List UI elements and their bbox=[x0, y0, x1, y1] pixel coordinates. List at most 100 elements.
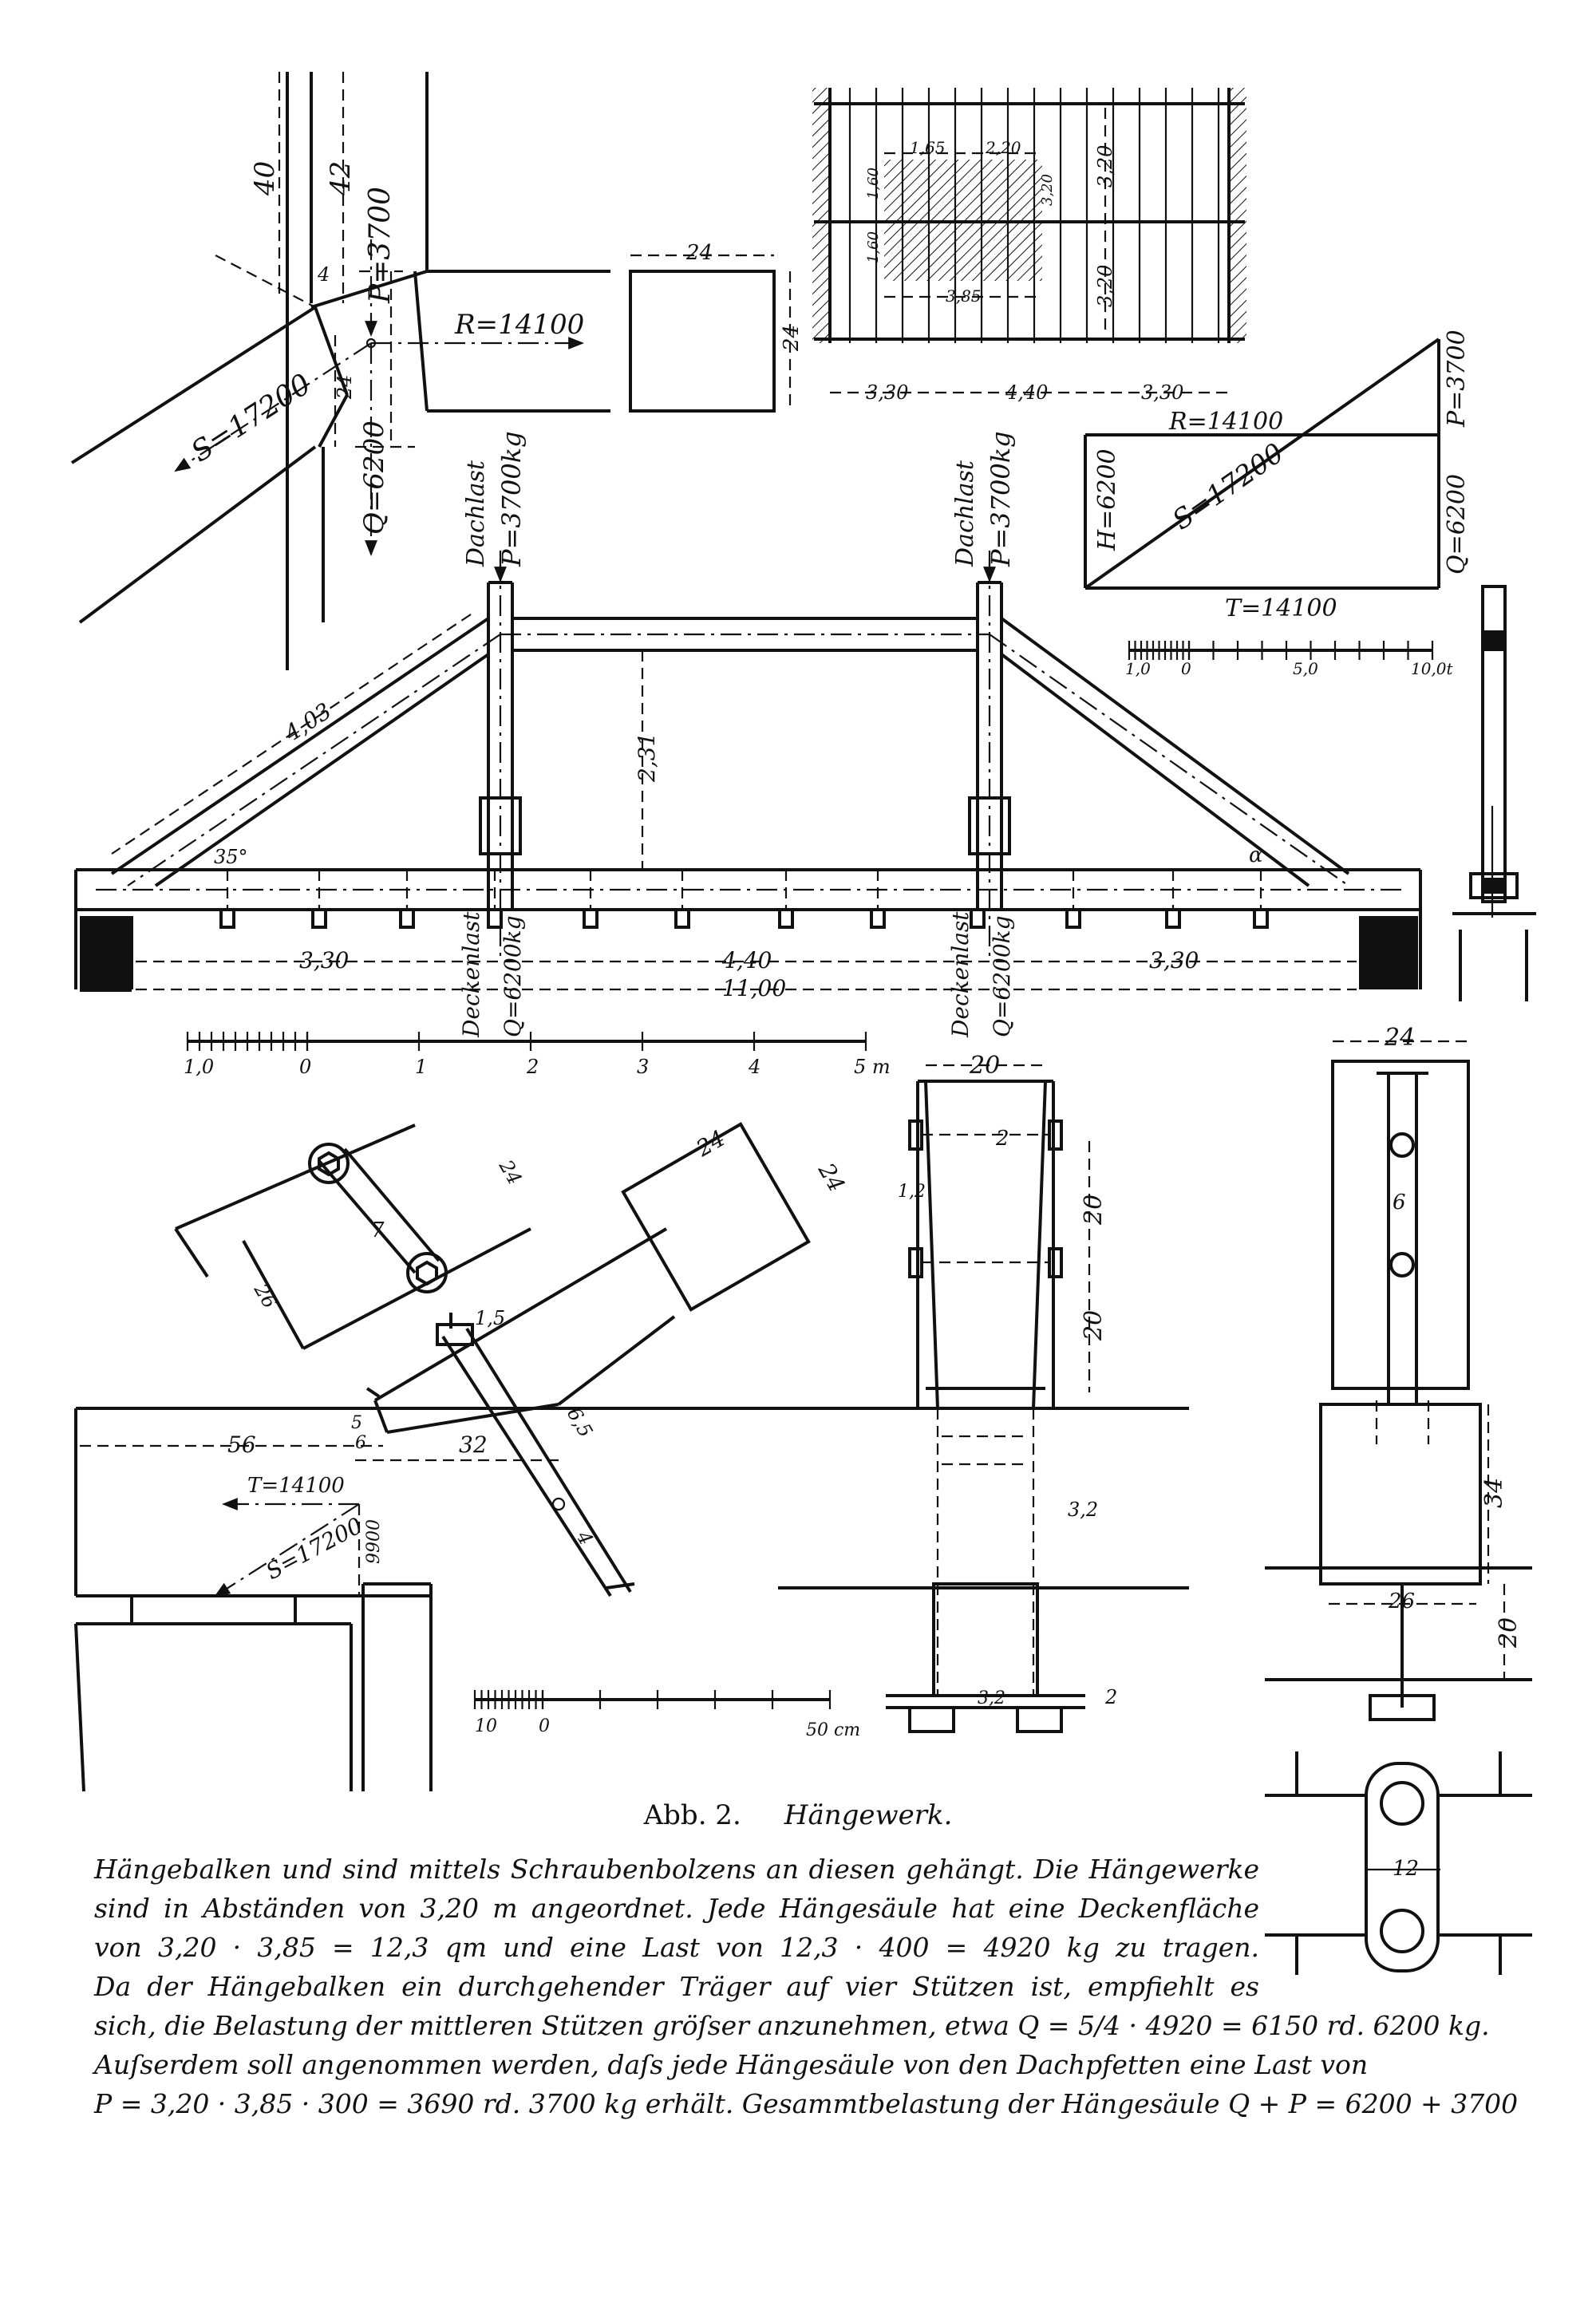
polygon-s: S=17200 bbox=[1167, 437, 1290, 537]
dim-span-left: 3,30 bbox=[299, 947, 349, 973]
front-dim-12: 1,2 bbox=[898, 1182, 926, 1202]
joint-dim-9900: 9900 bbox=[364, 1519, 384, 1564]
ceiling-clamp bbox=[674, 908, 690, 929]
side-dim-20: 20 bbox=[1495, 1617, 1523, 1649]
plan-dim-220: 2,20 bbox=[985, 138, 1021, 157]
front-dim-2: 2 bbox=[995, 1127, 1009, 1151]
truss-scale-4: 4 bbox=[748, 1056, 760, 1078]
ceiling-clamp bbox=[399, 908, 415, 929]
rafter-foot-detail: 24 26 7 24 24 1,5 6,5 5 6 56 32 T=14100 … bbox=[74, 1122, 870, 1792]
joint-dim-15: 1,5 bbox=[475, 1307, 505, 1329]
joint-scale-0: 0 bbox=[539, 1716, 550, 1736]
joint-dim-24-c: 24 bbox=[812, 1158, 850, 1196]
plan-dim-320a: 3,20 bbox=[1094, 145, 1116, 188]
truss-scale-5m: 5 m bbox=[854, 1056, 891, 1078]
post-front-detail: 20 2 1,2 20 20 3,2 3,2 2 bbox=[778, 1052, 1189, 1733]
front-dim-2-bottom: 2 bbox=[1104, 1686, 1117, 1708]
text-line-6: Auſserdem soll angenommen werden, daſs j… bbox=[94, 2049, 1369, 2080]
body-text: Hängebalken und sind mittels Schraubenbo… bbox=[94, 1850, 1539, 2123]
small-post-side bbox=[1452, 585, 1536, 1001]
grid-plan: 1,65 2,20 1,60 1,60 3,20 3,85 3,20 3,20 … bbox=[812, 88, 1246, 404]
plan-dim-320b: 3,20 bbox=[1094, 265, 1116, 307]
caption-title: Hängewerk. bbox=[784, 1799, 953, 1831]
force-s-label: S=17200 bbox=[186, 368, 317, 469]
polygon-h: H=6200 bbox=[1093, 448, 1121, 551]
front-dim-20-top: 20 bbox=[969, 1052, 1000, 1080]
dim-height: 2,31 bbox=[634, 733, 660, 783]
plan-dim-160b: 1,60 bbox=[865, 231, 882, 263]
plan-dim-165: 1,65 bbox=[910, 138, 946, 157]
force-p-label: P=3700 bbox=[364, 187, 397, 304]
ceiling-load-right-label: Deckenlast bbox=[947, 911, 974, 1038]
truss-scale-3: 3 bbox=[637, 1056, 649, 1078]
dim-total: 11,00 bbox=[722, 975, 786, 1001]
dim-span-mid: 4,40 bbox=[721, 947, 772, 973]
joint-force-s: S=17200 bbox=[262, 1512, 367, 1585]
roof-load-right-label: Dachlast bbox=[951, 460, 979, 567]
dim-42: 42 bbox=[325, 161, 357, 196]
ceiling-clamp bbox=[870, 908, 886, 929]
force-r-label: R=14100 bbox=[454, 309, 584, 341]
joint-dim-5: 5 bbox=[351, 1413, 362, 1433]
top-joint-detail: 40 42 4 24 P=3700 R=14100 S=17200 Q=6200… bbox=[70, 72, 804, 670]
joint-scale-10: 10 bbox=[475, 1716, 497, 1736]
ceiling-clamp bbox=[1253, 908, 1269, 929]
joint-dim-56: 56 bbox=[227, 1431, 256, 1458]
ceiling-clamp bbox=[311, 908, 327, 929]
roof-load-left-label: Dachlast bbox=[462, 460, 490, 567]
joint-dim-4: 4 bbox=[571, 1526, 597, 1549]
ceiling-clamp bbox=[219, 908, 235, 929]
plan-dim-320-inner: 3,20 bbox=[1039, 174, 1056, 206]
joint-force-t: T=14100 bbox=[247, 1474, 345, 1498]
force-polygon: R=14100 P=3700 H=6200 S=17200 Q=6200 T=1… bbox=[1084, 330, 1471, 678]
polygon-scale-10: 1,0 bbox=[1125, 659, 1151, 678]
side-dim-34: 34 bbox=[1480, 1478, 1508, 1508]
joint-dim-7: 7 bbox=[371, 1218, 385, 1242]
side-dim-26: 26 bbox=[1388, 1589, 1415, 1613]
truss-scale-2: 2 bbox=[526, 1056, 539, 1078]
plan-dim-160a: 1,60 bbox=[865, 168, 882, 199]
truss-scale-0: 0 bbox=[299, 1056, 311, 1078]
polygon-scale-5: 5,0 bbox=[1293, 659, 1318, 678]
text-line-7: P = 3,20 · 3,85 · 300 = 3690 rd. 3700 kg… bbox=[94, 2088, 1519, 2119]
front-dim-32-bottom: 3,2 bbox=[978, 1688, 1005, 1708]
polygon-r: R=14100 bbox=[1168, 408, 1283, 436]
joint-dim-32: 32 bbox=[459, 1431, 488, 1458]
ceiling-clamp bbox=[1165, 908, 1181, 929]
front-dim-20-b: 20 bbox=[1080, 1310, 1108, 1341]
dim-40: 40 bbox=[249, 161, 281, 196]
ceiling-load-left-label: Deckenlast bbox=[458, 911, 484, 1038]
plan-dim-330-right: 3,30 bbox=[1141, 381, 1183, 404]
plan-dim-440: 4,40 bbox=[1005, 381, 1048, 404]
joint-scale-50cm: 50 cm bbox=[806, 1720, 860, 1740]
polygon-q: Q=6200 bbox=[1443, 474, 1471, 575]
angle-left: 35° bbox=[214, 846, 248, 868]
dim-span-right: 3,30 bbox=[1149, 947, 1199, 973]
ceiling-clamp bbox=[778, 908, 794, 929]
polygon-p: P=3700 bbox=[1443, 330, 1471, 428]
dim-4: 4 bbox=[317, 263, 330, 286]
joint-dim-24-b: 24 bbox=[691, 1125, 729, 1163]
dim-24-inner: 24 bbox=[334, 374, 356, 400]
dim-24-block: 24 bbox=[685, 241, 713, 265]
roof-load-right-value: P=3700kg bbox=[986, 431, 1016, 567]
text-line-5: sich, die Belastung der mittleren Stütze… bbox=[94, 2010, 1490, 2041]
side-dim-6: 6 bbox=[1393, 1191, 1406, 1214]
post-side-detail: 24 6 34 26 20 12 bbox=[1265, 1024, 1532, 1975]
plan-dim-385: 3,85 bbox=[946, 286, 982, 306]
ceiling-load-right-value: Q=6200kg bbox=[989, 915, 1015, 1037]
figure-caption: Abb. 2. Hängewerk. bbox=[0, 1799, 1596, 1831]
front-dim-32: 3,2 bbox=[1068, 1499, 1098, 1521]
text-line-3: von 3,20 · 3,85 = 12,3 qm und eine Last … bbox=[94, 1932, 1259, 1963]
text-line-1: Hängebalken und sind mittels Schraubenbo… bbox=[94, 1854, 1259, 1885]
roof-load-left-value: P=3700kg bbox=[496, 431, 527, 567]
plan-dim-330-left: 3,30 bbox=[866, 381, 908, 404]
side-dim-12: 12 bbox=[1393, 1857, 1419, 1881]
joint-dim-24-a: 24 bbox=[494, 1155, 526, 1188]
text-line-4: Da der Hängebalken ein durchgehender Trä… bbox=[94, 1971, 1259, 2002]
side-dim-24: 24 bbox=[1384, 1024, 1415, 1052]
dim-24-block-side: 24 bbox=[780, 325, 804, 352]
front-dim-20-a: 20 bbox=[1080, 1195, 1108, 1226]
ceiling-clamp bbox=[1065, 908, 1081, 929]
ceiling-clamp bbox=[583, 908, 598, 929]
